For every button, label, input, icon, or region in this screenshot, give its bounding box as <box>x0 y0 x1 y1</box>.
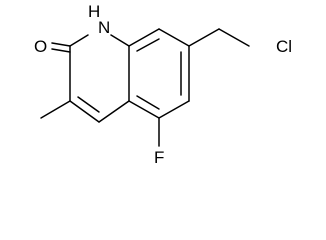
chemical-structure-diagram: H N O Cl F <box>34 2 292 167</box>
bond-c4-c3 <box>69 100 100 123</box>
atom-label-cl: Cl <box>276 37 292 56</box>
atom-label-h: H <box>88 2 100 21</box>
bond-c2-n1 <box>69 34 89 47</box>
atom-label-o: O <box>34 37 47 56</box>
atom-label-f: F <box>154 148 164 167</box>
bond-c5-c4a-inner <box>136 95 160 110</box>
bond-c4a-c4 <box>98 100 130 123</box>
bond-c2-o-inner <box>51 48 71 53</box>
bond-c3-methyl <box>40 100 71 119</box>
bond-n1-c8a <box>110 34 130 47</box>
bond-c8a-c8 <box>128 28 160 47</box>
bond-c8a-c8-inner <box>136 38 160 52</box>
bond-ch2-cl <box>218 28 250 47</box>
bond-c6-c5 <box>158 100 190 119</box>
bond-lines <box>40 28 250 147</box>
atom-label-n: N <box>98 18 110 37</box>
bond-c5-c4a <box>128 100 160 119</box>
bond-c8-c7 <box>158 28 190 47</box>
atom-labels: H N O Cl F <box>34 2 292 167</box>
bond-c2-o-outer <box>51 42 71 47</box>
bond-c3-c4-inner <box>77 96 100 113</box>
bond-c7-ch2 <box>188 28 220 47</box>
